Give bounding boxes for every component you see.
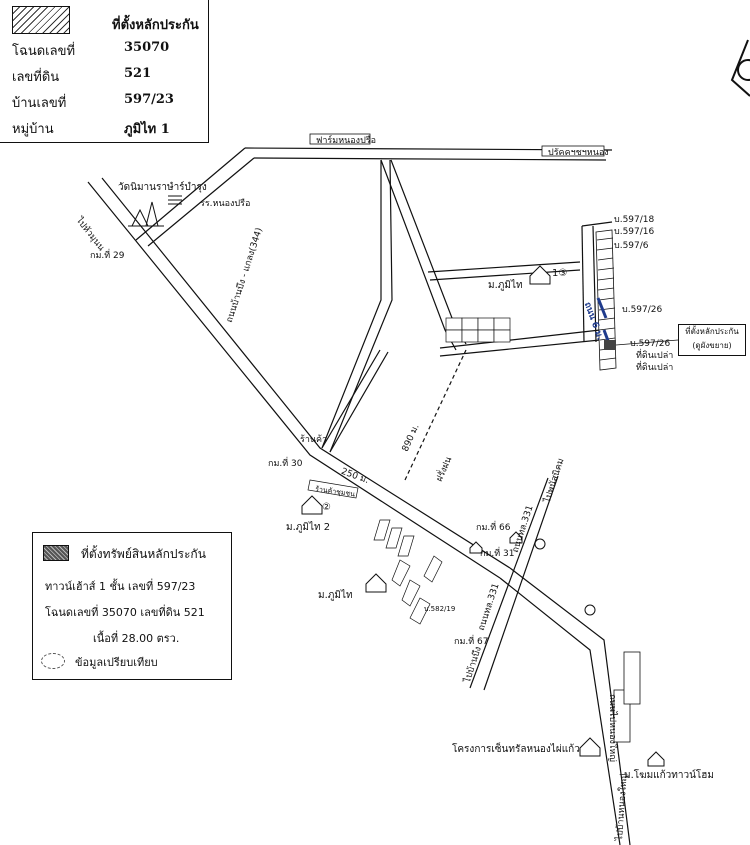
tree-icon — [534, 538, 596, 616]
callout-sub: (ดูผังขยาย) — [692, 341, 732, 350]
label-km66: กม.ที่ 66 — [476, 523, 511, 533]
label-school: รร.หนองปรือ — [200, 199, 251, 209]
house-icons — [301, 265, 665, 767]
collateral-swatch — [43, 545, 69, 561]
info-row: เลขที่ดิน 521 — [12, 66, 152, 85]
label-side: ถนนไปหนองใหญ่ — [607, 694, 617, 762]
label-km29: กม.ที่ 29 — [90, 251, 125, 261]
label-road-top-right: ปรัคคฯชฯหนอง — [548, 148, 609, 158]
label-village2-num: ② — [322, 502, 331, 513]
label-farm: ฟาร์มหนองปรือ — [316, 136, 377, 146]
label-house-597-18: บ.597/18 — [614, 215, 655, 225]
label-km30: กม.ที่ 30 — [268, 459, 303, 469]
village3-lots — [391, 555, 443, 625]
village-lots — [445, 317, 511, 343]
label-village2: ม.ภูมิไท 2 — [286, 522, 331, 533]
legend-note: ข้อมูลเปรียบเทียบ — [75, 656, 158, 669]
legend-title: ที่ตั้งทรัพย์สินหลักประกัน — [81, 547, 206, 561]
label-vacant2: ที่ดินเปล่า — [636, 363, 674, 373]
plaques — [309, 133, 641, 743]
label-soi: บ.582/19 — [424, 605, 456, 613]
collateral-callout: ที่ตั้งหลักประกัน (ดูผังขยาย) — [678, 324, 746, 356]
shop-row — [307, 479, 415, 557]
label-village-top: ม.ภูมิไท — [488, 280, 523, 291]
road-network — [87, 147, 631, 845]
info-row: หมู่บ้าน ภูมิไท 1 — [12, 122, 170, 137]
legend-line: โฉนดเลขที่ 35070 เลขที่ดิน 521 — [45, 606, 205, 619]
legend-line: เนื้อที่ 28.00 ตรว. — [93, 632, 180, 645]
info-row: บ้านเลขที่ 597/23 — [12, 92, 174, 111]
info-box: ที่ตั้งหลักประกัน โฉนดเลขที่ 35070 เลขที… — [0, 0, 209, 143]
label-house-597-26b: บ.597/26 — [630, 339, 671, 349]
label-village3: ม.ภูมิไท — [318, 590, 353, 601]
label-house-597-6: บ.597/6 — [614, 241, 649, 251]
hatch-legend-sample — [12, 6, 70, 34]
compass-icon — [730, 39, 750, 97]
collateral-marker — [604, 340, 616, 350]
label-house-597-26a: บ.597/26 — [622, 305, 663, 315]
info-title: ที่ตั้งหลักประกัน — [112, 18, 199, 33]
label-vacant1: ที่ดินเปล่า — [636, 351, 674, 361]
label-house-597-16: บ.597/16 — [614, 227, 655, 237]
legend-box: ที่ตั้งทรัพย์สินหลักประกัน ทาวน์เฮ้าส์ 1… — [32, 532, 232, 680]
temple-icon — [128, 195, 182, 227]
comparison-circle-icon — [41, 653, 65, 669]
label-mooban: ม.โฆมแก้วทาวน์โฮม — [624, 770, 714, 781]
label-village-top-num: 1③ — [552, 268, 568, 279]
info-row: โฉนดเลขที่ 35070 — [12, 40, 170, 59]
label-km67: กม.ที่ 67 — [454, 637, 489, 647]
label-project: โครงการเซ็นทรัลหนองไผ่แก้ว — [452, 744, 580, 755]
legend-line: ทาวน์เฮ้าส์ 1 ชั้น เลขที่ 597/23 — [45, 580, 196, 593]
callout-title: ที่ตั้งหลักประกัน — [685, 327, 739, 336]
label-km31: กม.ที่ 31 — [480, 549, 515, 559]
label-temple: วัดนิมานราษำร์บำรุง — [118, 182, 207, 193]
label-shrine: ร้านค้า — [300, 435, 328, 445]
